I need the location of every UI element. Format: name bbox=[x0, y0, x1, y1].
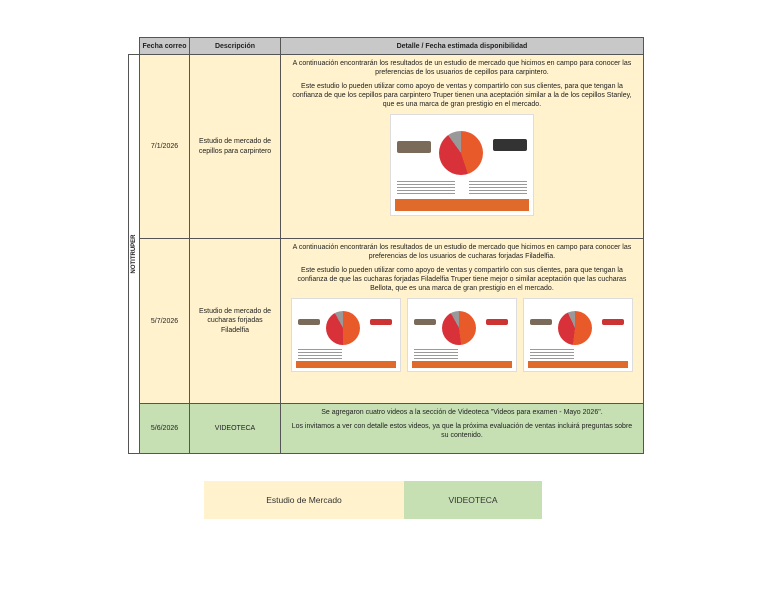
study-infographic-image[interactable] bbox=[522, 298, 633, 373]
header-descripcion: Descripción bbox=[189, 37, 281, 55]
header-spacer bbox=[129, 38, 140, 55]
table-row: NOTITRUPER 7/1/2026 Estudio de mercado d… bbox=[128, 54, 644, 454]
text-block-image bbox=[413, 349, 458, 360]
pie-chart-image bbox=[557, 311, 592, 346]
text-block-image bbox=[468, 181, 527, 196]
notices-table: Fecha correo Descripción Detalle / Fecha… bbox=[128, 37, 644, 454]
trowel-image-left bbox=[413, 319, 436, 326]
text-block-image bbox=[529, 349, 574, 360]
detail-paragraph-1: Se agregaron cuatro videos a la sección … bbox=[321, 409, 603, 416]
table-row: 5/7/2026 Estudio de mercado de cucharas … bbox=[129, 238, 644, 404]
row-date: 7/1/2026 bbox=[139, 54, 190, 239]
pie-chart-image bbox=[441, 311, 476, 346]
pie-chart-image bbox=[326, 311, 360, 346]
color-legend: Estudio de Mercado VIDEOTECA bbox=[204, 481, 542, 519]
side-label: NOTITRUPER bbox=[131, 234, 137, 274]
row-detail: A continuación encontrarán los resultado… bbox=[280, 54, 644, 239]
header-row: Fecha correo Descripción Detalle / Fecha… bbox=[129, 37, 644, 55]
tool-image-left bbox=[396, 141, 431, 154]
header-detalle: Detalle / Fecha estimada disponibilidad bbox=[280, 37, 644, 55]
banner-image bbox=[296, 361, 396, 369]
row-date: 5/7/2026 bbox=[139, 238, 190, 404]
trowel-image-right bbox=[370, 319, 392, 326]
header-fecha: Fecha correo bbox=[139, 37, 190, 55]
data-sheet: Fecha correo Descripción Detalle / Fecha… bbox=[128, 37, 644, 454]
banner-image bbox=[527, 361, 628, 369]
banner-image bbox=[411, 361, 512, 369]
pie-chart-image bbox=[438, 131, 483, 176]
study-infographic-image[interactable] bbox=[389, 114, 534, 217]
detail-paragraph-1: A continuación encontrarán los resultado… bbox=[292, 244, 632, 261]
trowel-image-right bbox=[485, 319, 508, 326]
trowel-image-right bbox=[601, 319, 624, 326]
trowel-image-left bbox=[529, 319, 552, 326]
side-label-cell: NOTITRUPER bbox=[128, 54, 140, 454]
row-description: Estudio de mercado de cucharas forjadas … bbox=[189, 238, 281, 404]
row-description: Estudio de mercado de cepillos para carp… bbox=[189, 54, 281, 239]
row-date: 5/6/2026 bbox=[139, 403, 190, 454]
study-infographic-image[interactable] bbox=[406, 298, 517, 373]
study-infographic-image[interactable] bbox=[291, 298, 401, 373]
text-block-image bbox=[298, 349, 342, 360]
legend-videoteca: VIDEOTECA bbox=[404, 481, 542, 519]
infographic-gallery bbox=[289, 298, 635, 373]
row-description: VIDEOTECA bbox=[189, 403, 281, 454]
row-detail: A continuación encontrarán los resultado… bbox=[280, 238, 644, 404]
banner-image bbox=[394, 199, 529, 212]
text-block-image bbox=[396, 181, 455, 196]
detail-paragraph-2: Este estudio lo pueden utilizar como apo… bbox=[297, 267, 627, 293]
detail-paragraph-2: Este estudio lo pueden utilizar como apo… bbox=[292, 83, 632, 109]
tool-image-right bbox=[492, 139, 527, 152]
table-row: 5/6/2026 VIDEOTECA Se agregaron cuatro v… bbox=[129, 403, 644, 454]
row-detail: Se agregaron cuatro videos a la sección … bbox=[280, 403, 644, 454]
detail-paragraph-1: A continuación encontrarán los resultado… bbox=[292, 60, 632, 77]
legend-estudio: Estudio de Mercado bbox=[204, 481, 404, 519]
trowel-image-left bbox=[298, 319, 320, 326]
detail-paragraph-2: Los invitamos a ver con detalle estos vi… bbox=[291, 423, 633, 440]
